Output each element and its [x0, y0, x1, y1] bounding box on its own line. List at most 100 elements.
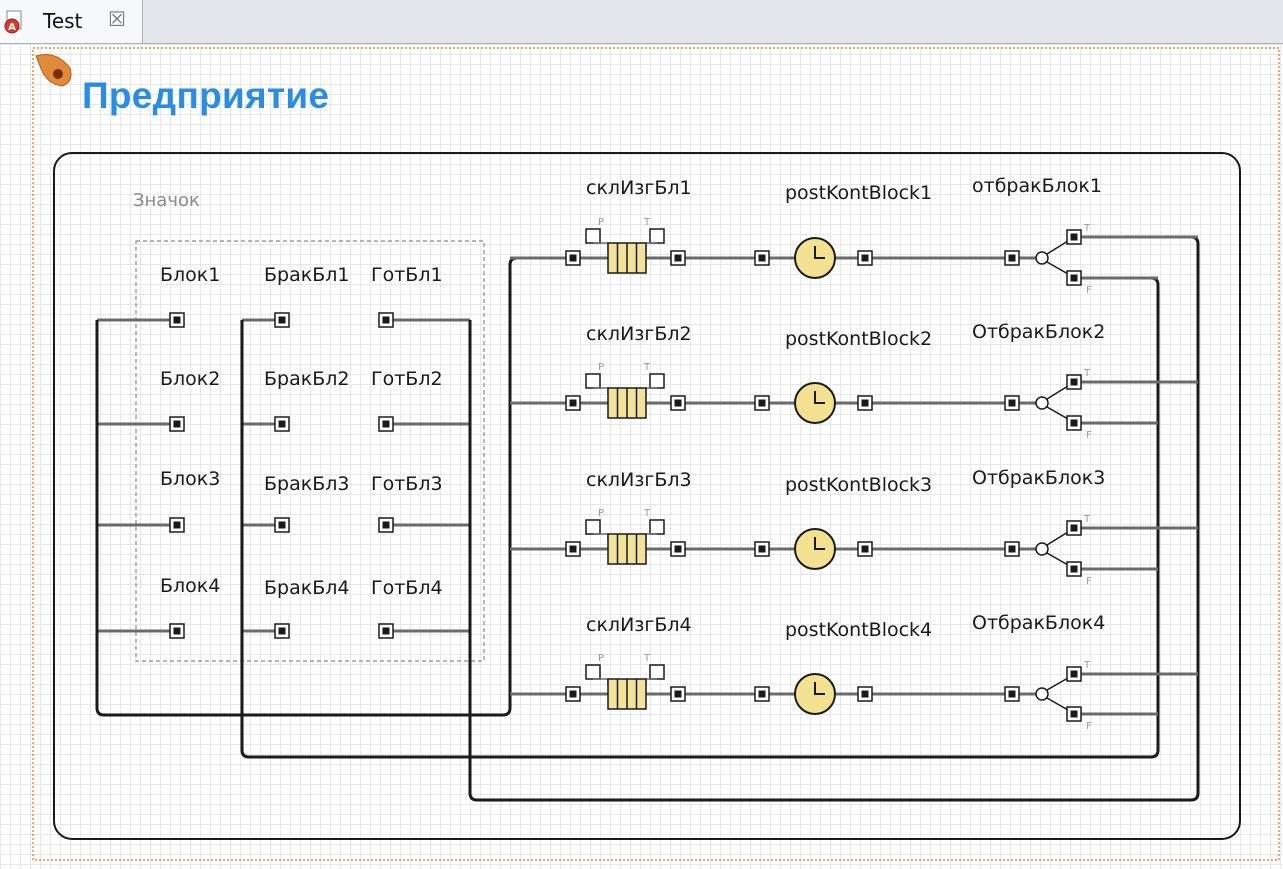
select-output-label: ОтбракБлок4: [972, 612, 1106, 634]
queue-timeout-port-icon[interactable]: [649, 664, 665, 680]
queue-preempt-port-icon[interactable]: [585, 519, 601, 535]
port-dot-icon: [1070, 233, 1078, 241]
clock-hands-icon: [814, 682, 825, 695]
select-output-icon[interactable]: [1035, 396, 1049, 410]
select-branch-line[interactable]: [1046, 531, 1069, 546]
port-dot-icon: [861, 254, 869, 262]
select-true-letter: T: [1083, 514, 1091, 525]
select-false-letter: F: [1086, 430, 1092, 441]
page-title: Предприятие: [82, 75, 330, 116]
port-dot-icon: [1070, 274, 1078, 282]
port-dot-icon: [278, 420, 286, 428]
select-branch-line[interactable]: [1046, 240, 1069, 255]
port-dot-icon: [861, 545, 869, 553]
tab-title: Test: [43, 9, 83, 33]
block-bus-line[interactable]: [95, 256, 518, 717]
port-dot-icon: [758, 399, 766, 407]
block-port-label: Блок2: [160, 368, 221, 390]
port-dot-icon: [1070, 670, 1078, 678]
agent-model-icon: A: [4, 10, 22, 34]
block-port-label: Блок1: [160, 264, 221, 286]
port-dot-icon: [1008, 254, 1016, 262]
port-dot-icon: [674, 254, 682, 262]
reject-bus-line[interactable]: [240, 276, 1160, 759]
queue-timeout-letter: T: [643, 362, 651, 373]
select-branch-line[interactable]: [1046, 406, 1069, 420]
diagram-canvas[interactable]: [0, 44, 1283, 869]
finished-bus-line[interactable]: [468, 235, 1200, 802]
port-dot-icon: [1070, 378, 1078, 386]
port-dot-icon: [382, 521, 390, 529]
select-true-letter: T: [1083, 368, 1091, 379]
select-output-icon[interactable]: [1035, 687, 1049, 701]
editor-tab-bar: A Test ☒: [0, 0, 1283, 44]
port-dot-icon: [674, 545, 682, 553]
queue-label: склИзгБл2: [586, 323, 692, 345]
select-true-letter: T: [1083, 223, 1091, 234]
select-true-letter: T: [1083, 660, 1091, 671]
port-dot-icon: [758, 545, 766, 553]
port-dot-icon: [278, 521, 286, 529]
port-dot-icon: [861, 399, 869, 407]
port-dot-icon: [278, 316, 286, 324]
port-dot-icon: [569, 254, 577, 262]
selection-border: [32, 47, 1280, 861]
finished-port-label: ГотБл2: [371, 368, 443, 390]
reject-port-label: БракБл3: [264, 473, 350, 495]
queue-preempt-port-icon[interactable]: [585, 373, 601, 389]
select-branch-line[interactable]: [1046, 697, 1069, 711]
queue-label: склИзгБл1: [586, 177, 692, 199]
select-output-label: отбракБлок1: [972, 175, 1102, 197]
select-branch-line[interactable]: [1046, 552, 1069, 566]
clock-hands-icon: [814, 537, 825, 550]
finished-port-label: ГотБл1: [371, 264, 443, 286]
icon-area-label: Значок: [133, 190, 200, 211]
block-port-label: Блок3: [160, 468, 221, 490]
delay-label: postKontBlock3: [785, 474, 933, 496]
select-false-letter: F: [1086, 285, 1092, 296]
port-dot-icon: [1008, 399, 1016, 407]
queue-preempt-port-icon[interactable]: [585, 228, 601, 244]
clock-hands-icon: [814, 391, 825, 404]
tab-test[interactable]: A Test ☒: [0, 0, 143, 43]
select-branch-line[interactable]: [1046, 385, 1069, 400]
select-output-icon[interactable]: [1035, 251, 1049, 265]
port-dot-icon: [1070, 524, 1078, 532]
port-dot-icon: [1070, 419, 1078, 427]
queue-preempt-letter: P: [598, 653, 604, 664]
queue-timeout-letter: T: [643, 508, 651, 519]
select-false-letter: F: [1086, 721, 1092, 732]
reject-port-label: БракБл2: [264, 368, 350, 390]
reject-port-label: БракБл1: [264, 264, 350, 286]
queue-label: склИзгБл4: [586, 614, 692, 636]
port-dot-icon: [758, 254, 766, 262]
finished-port-label: ГотБл3: [371, 473, 443, 495]
queue-preempt-letter: P: [598, 217, 604, 228]
queue-timeout-port-icon[interactable]: [649, 373, 665, 389]
select-output-icon[interactable]: [1035, 542, 1049, 556]
block-port-label: Блок4: [160, 575, 221, 597]
close-icon[interactable]: ☒: [108, 7, 126, 31]
select-output-label: ОтбракБлок2: [972, 321, 1106, 343]
svg-text:A: A: [8, 22, 16, 33]
delay-label: postKontBlock1: [785, 182, 933, 204]
port-dot-icon: [173, 420, 181, 428]
finished-port-label: ГотБл4: [371, 577, 443, 599]
queue-preempt-port-icon[interactable]: [585, 664, 601, 680]
port-dot-icon: [173, 521, 181, 529]
select-branch-line[interactable]: [1046, 677, 1069, 691]
select-branch-line[interactable]: [1046, 261, 1069, 275]
select-false-letter: F: [1086, 576, 1092, 587]
delay-label: postKontBlock2: [785, 328, 933, 350]
port-dot-icon: [382, 420, 390, 428]
queue-timeout-port-icon[interactable]: [649, 228, 665, 244]
port-dot-icon: [1008, 690, 1016, 698]
port-dot-icon: [569, 399, 577, 407]
icon-area-frame: [135, 240, 485, 662]
agent-marker-icon: [35, 54, 72, 87]
delay-label: postKontBlock4: [785, 619, 933, 641]
queue-timeout-port-icon[interactable]: [649, 519, 665, 535]
select-output-label: ОтбракБлок3: [972, 467, 1106, 489]
port-dot-icon: [382, 627, 390, 635]
